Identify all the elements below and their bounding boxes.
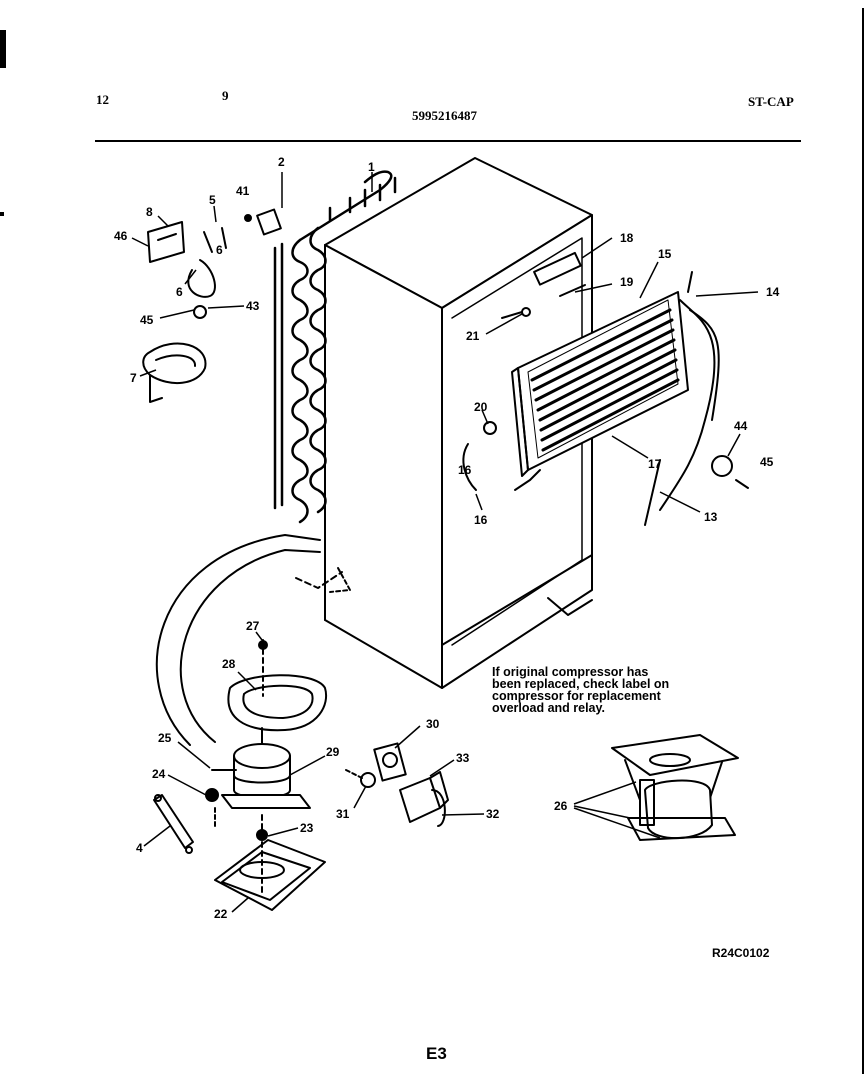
callout-label: 13 — [704, 510, 718, 524]
replacement-compressor-drawing — [611, 734, 739, 841]
callout-label: 43 — [246, 299, 260, 313]
callout-label: 23 — [300, 821, 314, 835]
callout-label: 17 — [648, 457, 662, 471]
evaporator-drawing — [511, 271, 720, 526]
callout-label: 18 — [620, 231, 634, 245]
callout-label: 6 — [176, 285, 183, 299]
callout-label: 28 — [222, 657, 236, 671]
callout-label: 22 — [214, 907, 228, 921]
page-number: 12 — [96, 92, 109, 107]
callout-label: 16 — [474, 513, 488, 527]
callout-label: 30 — [426, 717, 440, 731]
callout-label: 29 — [326, 745, 340, 759]
drain-pan-drawing — [227, 639, 328, 732]
mounting-bracket-drawing — [153, 794, 194, 854]
callout-label: 21 — [466, 329, 480, 343]
callout-label: 45 — [760, 455, 774, 469]
callout-label: 5 — [209, 193, 216, 207]
callout-labels: 1 2 41 8 46 5 6 6 45 43 7 18 15 19 14 21… — [114, 155, 780, 921]
callout-label: 7 — [130, 371, 137, 385]
callout-label: 33 — [456, 751, 470, 765]
scan-edge-mark — [0, 30, 6, 68]
callout-label: 27 — [246, 619, 260, 633]
callout-label: 41 — [236, 184, 250, 198]
callout-label: 19 — [620, 275, 634, 289]
header-rule — [95, 140, 801, 142]
header-mark: 9 — [222, 88, 229, 103]
callout-label: 25 — [158, 731, 172, 745]
section-code: ST-CAP — [748, 94, 794, 109]
scan-edge-mark — [0, 212, 4, 216]
relay-overload-drawing — [345, 742, 449, 827]
small-parts-drawing — [142, 208, 749, 491]
base-bracket-drawing — [214, 814, 326, 911]
callout-label: 24 — [152, 767, 166, 781]
callout-label: 45 — [140, 313, 154, 327]
callout-label: 46 — [114, 229, 128, 243]
callout-label: 26 — [554, 799, 568, 813]
callout-label: 4 — [136, 841, 143, 855]
callout-label: 6 — [216, 243, 223, 257]
callout-label: 15 — [658, 247, 672, 261]
leader-lines — [131, 172, 759, 913]
compressor-replacement-note: If original compressor has been replaced… — [492, 665, 670, 715]
page-label: E3 — [426, 1044, 447, 1063]
compressor-drawing — [205, 727, 311, 829]
page-frame — [10, 8, 864, 1074]
drain-tube-drawing — [155, 534, 351, 746]
callout-label: 32 — [486, 807, 500, 821]
callout-label: 44 — [734, 419, 748, 433]
callout-label: 20 — [474, 400, 488, 414]
diagram-code: R24C0102 — [712, 946, 770, 960]
model-number: 5995216487 — [412, 108, 477, 123]
callout-label: 8 — [146, 205, 153, 219]
callout-label: 16 — [458, 463, 472, 477]
callout-label: 14 — [766, 285, 780, 299]
callout-label: 31 — [336, 807, 350, 821]
callout-label: 1 — [368, 160, 375, 174]
callout-label: 2 — [278, 155, 285, 169]
